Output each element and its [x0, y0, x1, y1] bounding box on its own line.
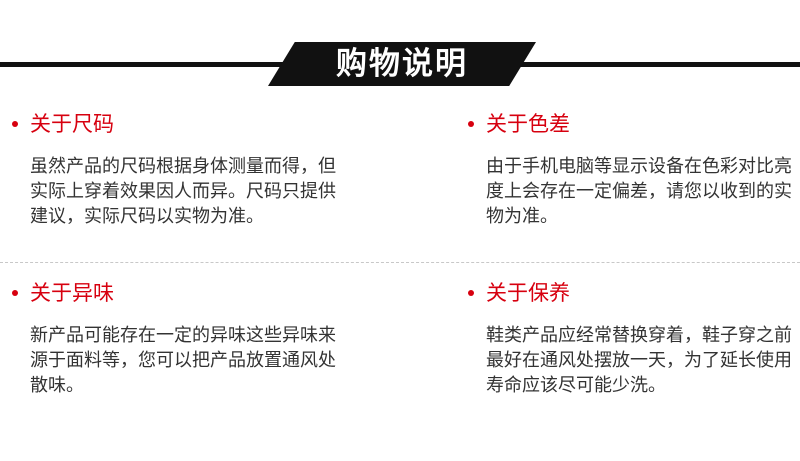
header-banner: 购物说明	[268, 42, 536, 86]
section-size: 关于尺码 虽然产品的尺码根据身体测量而得，但实际上穿着效果因人而异。尺码只提供建…	[10, 106, 340, 229]
bullet-icon	[468, 290, 474, 296]
section-odor-text: 新产品可能存在一定的异味这些异味来源于面料等，您可以把产品放置通风处散味。	[30, 325, 336, 396]
page-title: 购物说明	[336, 45, 468, 82]
section-odor-heading: 关于异味	[10, 275, 340, 311]
section-size-heading: 关于尺码	[10, 106, 340, 142]
bullet-icon	[468, 121, 474, 127]
section-care-title: 关于保养	[486, 280, 570, 305]
section-size-title: 关于尺码	[30, 111, 114, 136]
bullet-icon	[12, 290, 18, 296]
section-divider	[0, 262, 800, 263]
section-color-text: 由于手机电脑等显示设备在色彩对比亮度上会存在一定偏差，请您以收到的实物为准。	[486, 156, 792, 227]
section-care-heading: 关于保养	[466, 275, 798, 311]
section-color-title: 关于色差	[486, 111, 570, 136]
section-color-heading: 关于色差	[466, 106, 798, 142]
section-color: 关于色差 由于手机电脑等显示设备在色彩对比亮度上会存在一定偏差，请您以收到的实物…	[466, 106, 798, 229]
section-care-text: 鞋类产品应经常替换穿着，鞋子穿之前最好在通风处摆放一天，为了延长使用寿命应该尽可…	[486, 325, 792, 396]
section-size-text: 虽然产品的尺码根据身体测量而得，但实际上穿着效果因人而异。尺码只提供建议，实际尺…	[30, 156, 336, 227]
section-care: 关于保养 鞋类产品应经常替换穿着，鞋子穿之前最好在通风处摆放一天，为了延长使用寿…	[466, 275, 798, 398]
section-odor: 关于异味 新产品可能存在一定的异味这些异味来源于面料等，您可以把产品放置通风处散…	[10, 275, 340, 398]
bullet-icon	[12, 121, 18, 127]
section-odor-title: 关于异味	[30, 280, 114, 305]
